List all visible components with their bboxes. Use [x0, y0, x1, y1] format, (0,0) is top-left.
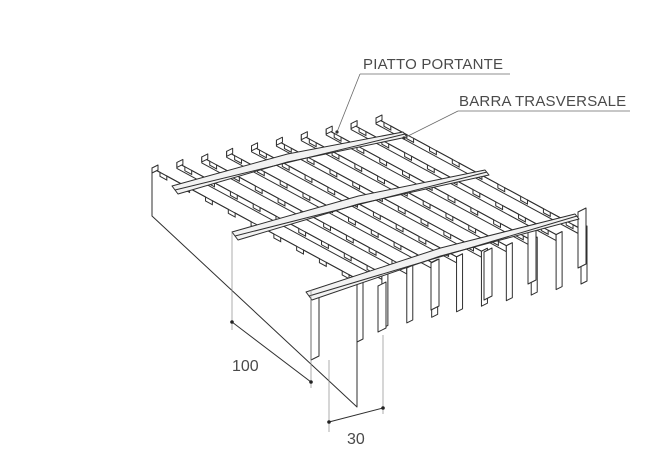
cross-bar-twist-line: [234, 171, 488, 237]
dim-tick-100-a: [230, 320, 234, 324]
cross-bar: [231, 169, 490, 241]
cross-bar: [171, 131, 408, 195]
bearing-bar-end: [456, 253, 464, 313]
bearing-bar-back-end: [300, 131, 308, 141]
bearing-bars: [151, 114, 588, 408]
leader-dot-bearing: [335, 130, 339, 134]
dim-label-100: 100: [232, 358, 259, 375]
dim-tick-30-a: [327, 420, 331, 424]
cross-bar: [305, 213, 580, 301]
cross-bars: [171, 131, 580, 301]
bearing-bar-back-end: [151, 164, 159, 174]
bearing-bar-front-face: [577, 207, 587, 269]
label-bearing-bar: PIATTO PORTANTE: [363, 56, 503, 73]
bearing-bar-serration: [301, 134, 513, 247]
bearing-bar-back-end: [375, 114, 383, 124]
bearing-bar-serration: [276, 139, 488, 252]
bearing-bar-front-face: [310, 291, 320, 361]
bearing-bar-serration: [350, 123, 563, 236]
bearing-bar-front-face: [377, 281, 387, 333]
bearing-bar-serration: [375, 117, 588, 230]
bearing-bar-serration: [325, 128, 538, 241]
dimension-lines: [230, 232, 385, 432]
cross-bar-twist-line: [308, 215, 578, 297]
dim-line-30: [328, 407, 384, 423]
bearing-bar-back-end: [251, 142, 259, 152]
bearing-bar-end: [406, 264, 414, 324]
bearing-bar-back-end: [275, 136, 283, 146]
bearing-bar-front-face: [483, 247, 493, 301]
bearing-bar-end: [555, 231, 563, 291]
bearing-bar-back-end: [350, 120, 358, 130]
leader-bearing-bar-diagonal: [336, 73, 361, 133]
leader-cross-bar-diagonal: [403, 110, 459, 139]
bearing-bar-serration: [226, 150, 438, 263]
bearing-bar-end: [505, 242, 513, 302]
bearing-bar-back-end: [325, 125, 333, 135]
label-cross-bar: BARRA TRASVERSALE: [459, 93, 626, 110]
bearing-bar-back-end: [176, 158, 184, 168]
cross-bar-twist-line: [174, 133, 406, 191]
bearing-bar-back-end: [226, 147, 234, 157]
dim-label-30: 30: [347, 431, 365, 448]
bearing-bar-end: [356, 275, 364, 343]
dim-tick-100-b: [309, 380, 313, 384]
bearing-bar-front-face: [430, 258, 440, 311]
bearing-bar-serration: [251, 145, 463, 258]
bearing-bar-front-face: [527, 223, 537, 285]
dim-line-100: [231, 321, 312, 383]
bearing-bar-back-end: [201, 153, 209, 163]
dim-tick-30-b: [381, 406, 385, 410]
leader-dot-cross: [402, 136, 406, 140]
label-leaders: [335, 73, 630, 140]
